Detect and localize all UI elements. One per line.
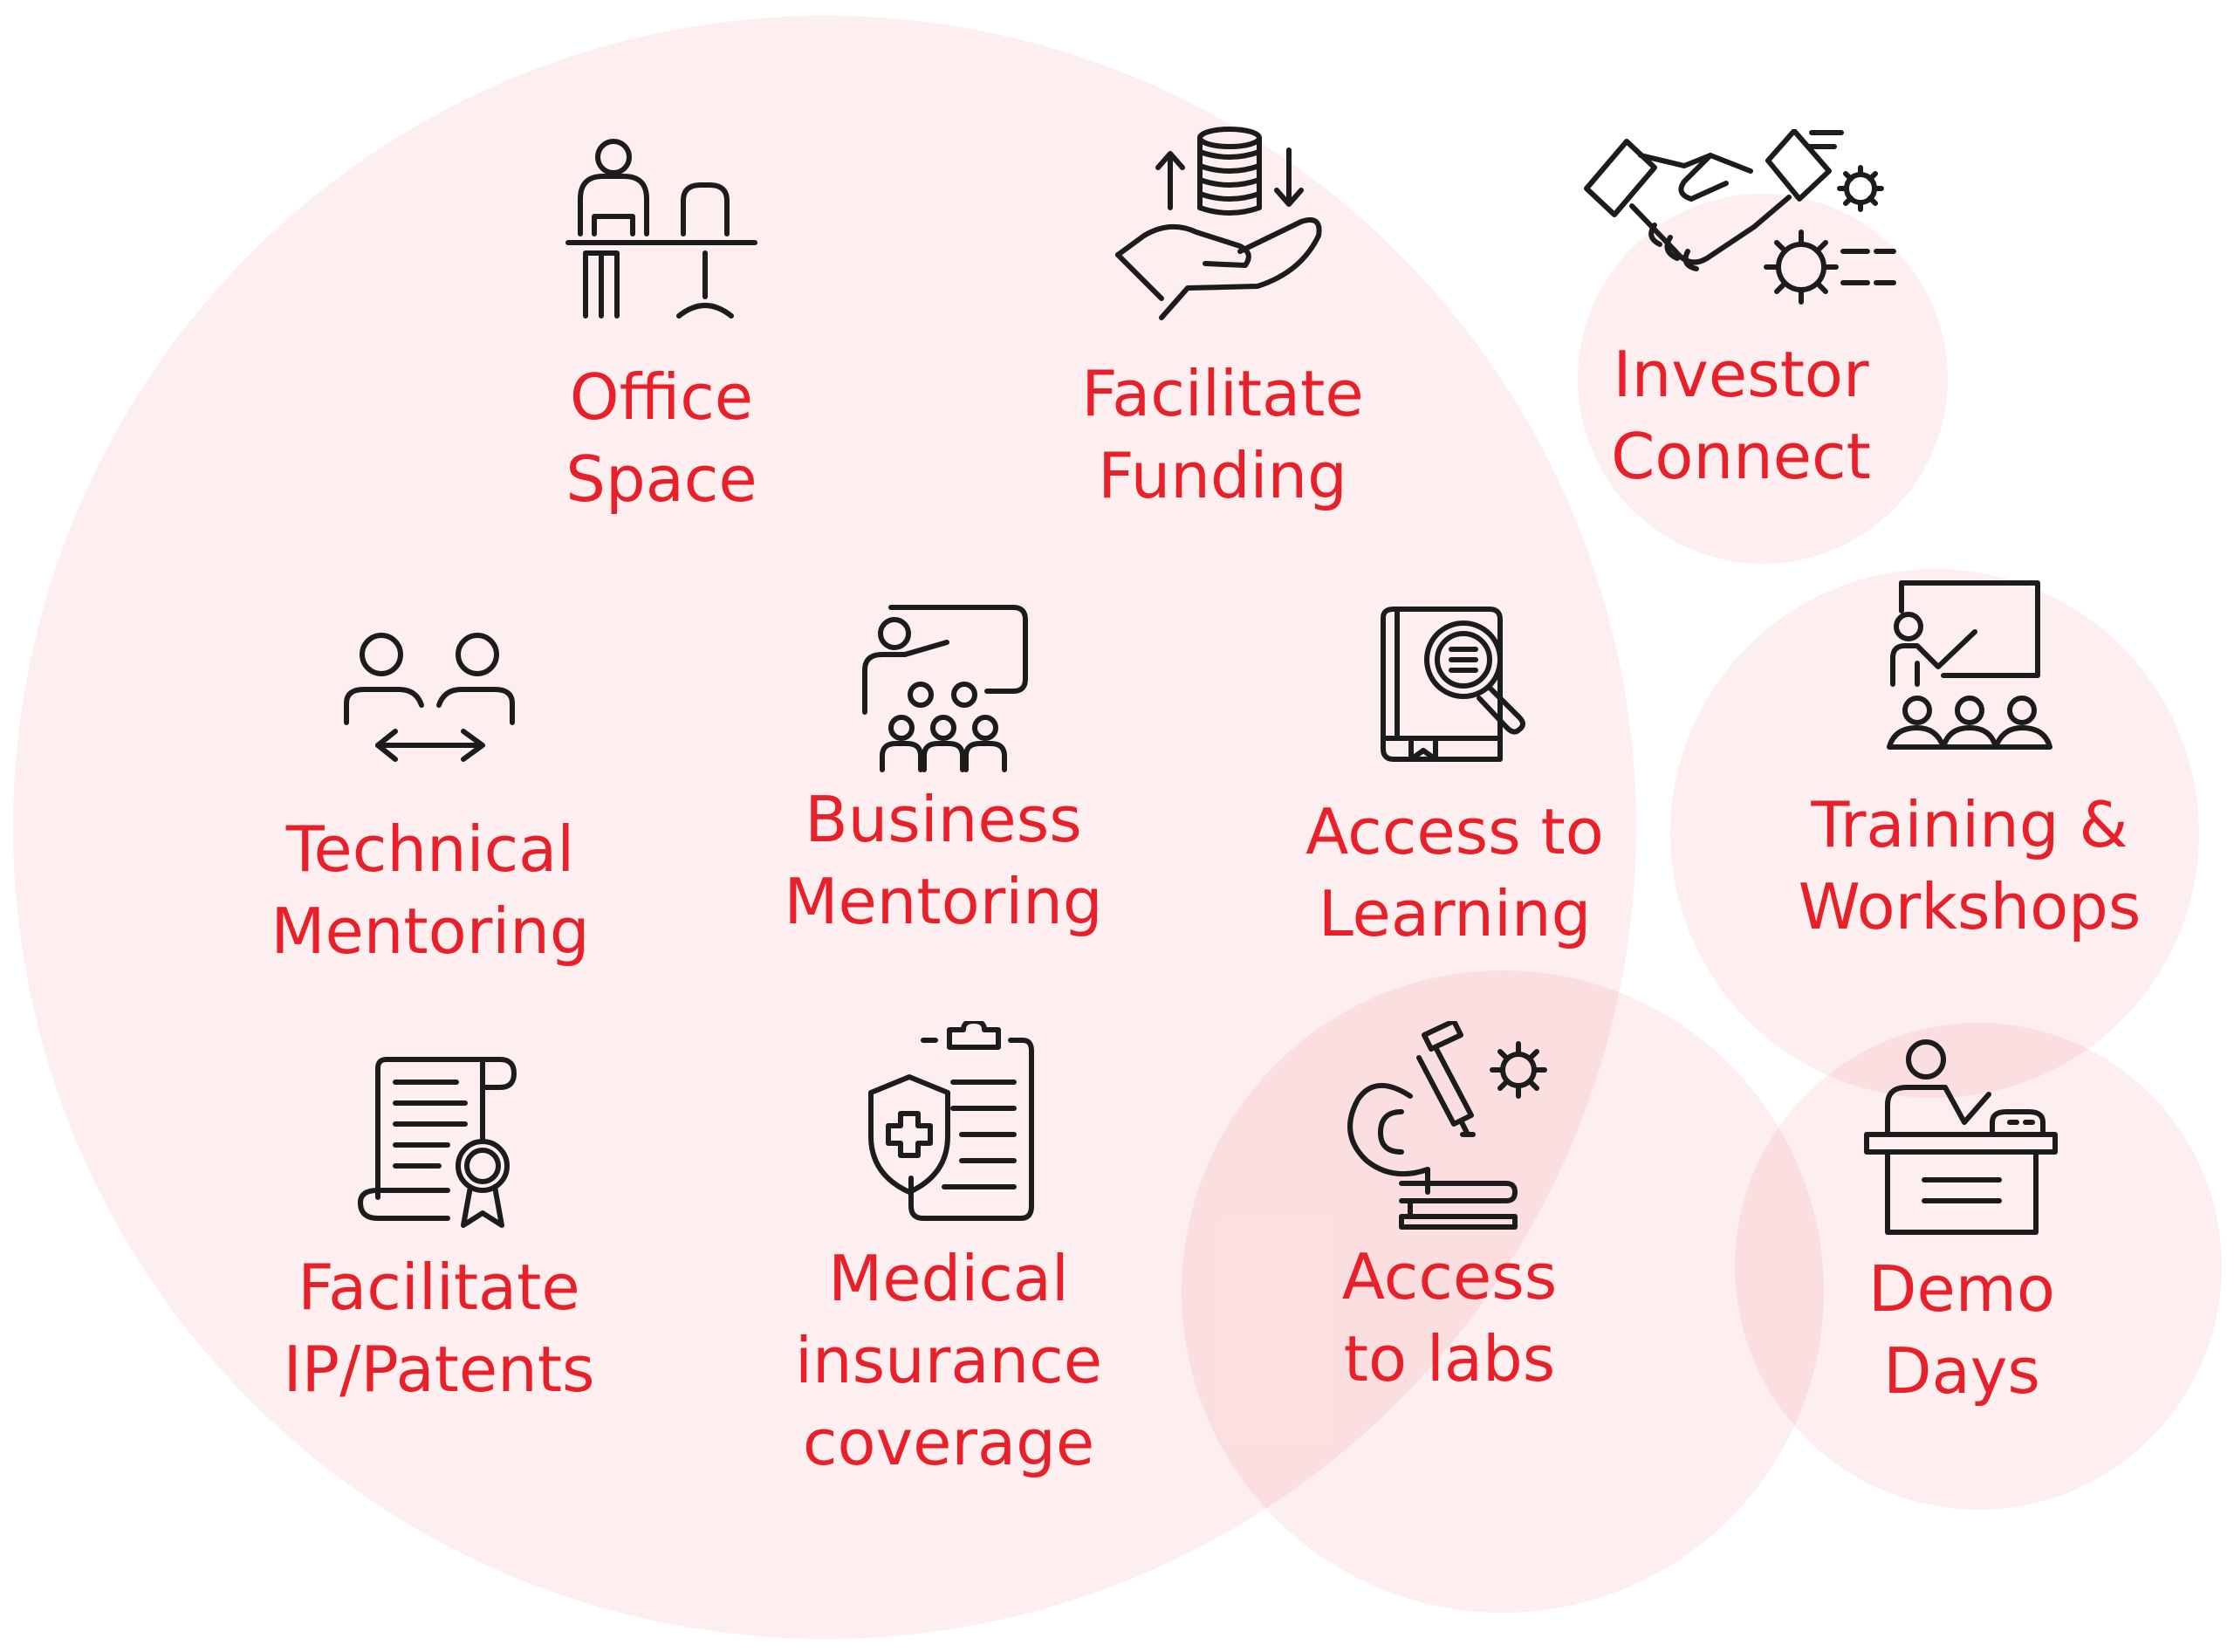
- service-label: Office Space: [565, 360, 757, 516]
- service-facilitate-ip: Facilitate IP/Patents: [264, 1056, 613, 1410]
- presenter-audience-icon: [862, 605, 1028, 772]
- bubble-training: [1670, 569, 2199, 1098]
- shield-clipboard-icon: [868, 1021, 1034, 1221]
- service-label: Demo Days: [1868, 1252, 2055, 1408]
- service-label: Facilitate IP/Patents: [283, 1251, 595, 1406]
- book-magnifier-icon: [1381, 607, 1525, 762]
- service-office-space: Office Space: [487, 131, 836, 520]
- hand-coins-icon: [1115, 127, 1322, 320]
- service-label: Investor Connect: [1611, 338, 1871, 493]
- handshake-gears-icon: [1584, 129, 1896, 305]
- certificate-scroll-icon: [358, 1057, 517, 1228]
- service-label: Technical Mentoring: [271, 812, 590, 968]
- service-label: Medical insurance coverage: [794, 1242, 1103, 1479]
- desk-workspace-icon: [565, 139, 757, 319]
- service-medical-insurance: Medical insurance coverage: [774, 1021, 1123, 1484]
- service-label: Access to labs: [1341, 1240, 1558, 1395]
- service-label: Training & Workshops: [1798, 788, 2141, 943]
- bubble-investor: [1578, 194, 1948, 564]
- service-access-to-learning: Access to Learning: [1280, 606, 1629, 955]
- service-label: Business Mentoring: [784, 783, 1103, 938]
- service-business-mentoring: Business Mentoring: [769, 599, 1118, 943]
- microscope-gear-icon: [1347, 1021, 1547, 1230]
- bubble-main: [13, 16, 1636, 1639]
- service-training-workshops: Training & Workshops: [1795, 579, 2144, 948]
- podium-speaker-icon: [1864, 1039, 2058, 1235]
- service-investor-connect: Investor Connect: [1566, 129, 1915, 497]
- people-exchange-icon: [344, 633, 515, 762]
- whiteboard-trainer-icon: [1887, 580, 2052, 750]
- service-label: Facilitate Funding: [1081, 357, 1364, 512]
- service-demo-days: Demo Days: [1787, 1038, 2136, 1412]
- service-technical-mentoring: Technical Mentoring: [256, 627, 605, 972]
- service-label: Access to Learning: [1305, 795, 1604, 950]
- service-access-to-labs: Access to labs: [1275, 1021, 1624, 1400]
- service-facilitate-funding: Facilitate Funding: [1048, 124, 1397, 517]
